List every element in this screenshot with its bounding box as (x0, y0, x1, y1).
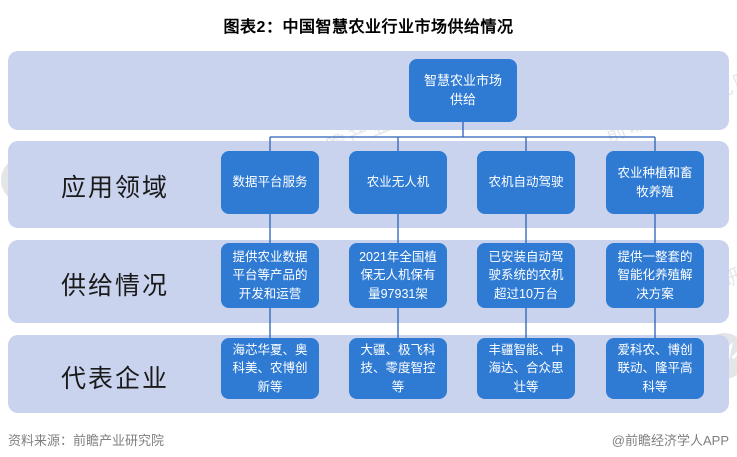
supply-node-farming: 提供一整套的智能化养殖解决方案 (606, 243, 704, 308)
companies-node-drones: 大疆、极飞科技、零度智控等 (349, 338, 447, 399)
companies-node-auto-driving: 丰疆智能、中海达、合众思壮等 (477, 338, 575, 399)
row-label-companies: 代表企业 (60, 366, 169, 393)
root-node: 智慧农业市场 供给 (409, 59, 517, 122)
supply-node-data-platform: 提供农业数据平台等产品的开发和运营 (221, 243, 319, 308)
application-node-data-platform: 数据平台服务 (221, 151, 319, 214)
row-label-application: 应用领域 (60, 175, 169, 202)
source-note: 资料来源：前瞻产业研究院 (8, 433, 165, 448)
companies-node-data-platform: 海芯华夏、奥科美、农博创新等 (221, 338, 319, 399)
application-node-drones: 农业无人机 (349, 151, 447, 214)
application-node-farming: 农业种植和畜牧养殖 (606, 151, 704, 214)
credit-note: @前瞻经济学人APP (611, 433, 729, 448)
row-label-supply: 供给情况 (60, 273, 169, 300)
band-root (8, 51, 729, 130)
supply-node-drones: 2021年全国植保无人机保有量97931架 (349, 243, 447, 308)
figure-title: 图表2：中国智慧农业行业市场供给情况 (223, 19, 514, 36)
application-node-auto-driving: 农机自动驾驶 (477, 151, 575, 214)
companies-node-farming: 爱科农、博创联动、隆平高科等 (606, 338, 704, 399)
supply-node-auto-driving: 已安装自动驾驶系统的农机超过10万台 (477, 243, 575, 308)
